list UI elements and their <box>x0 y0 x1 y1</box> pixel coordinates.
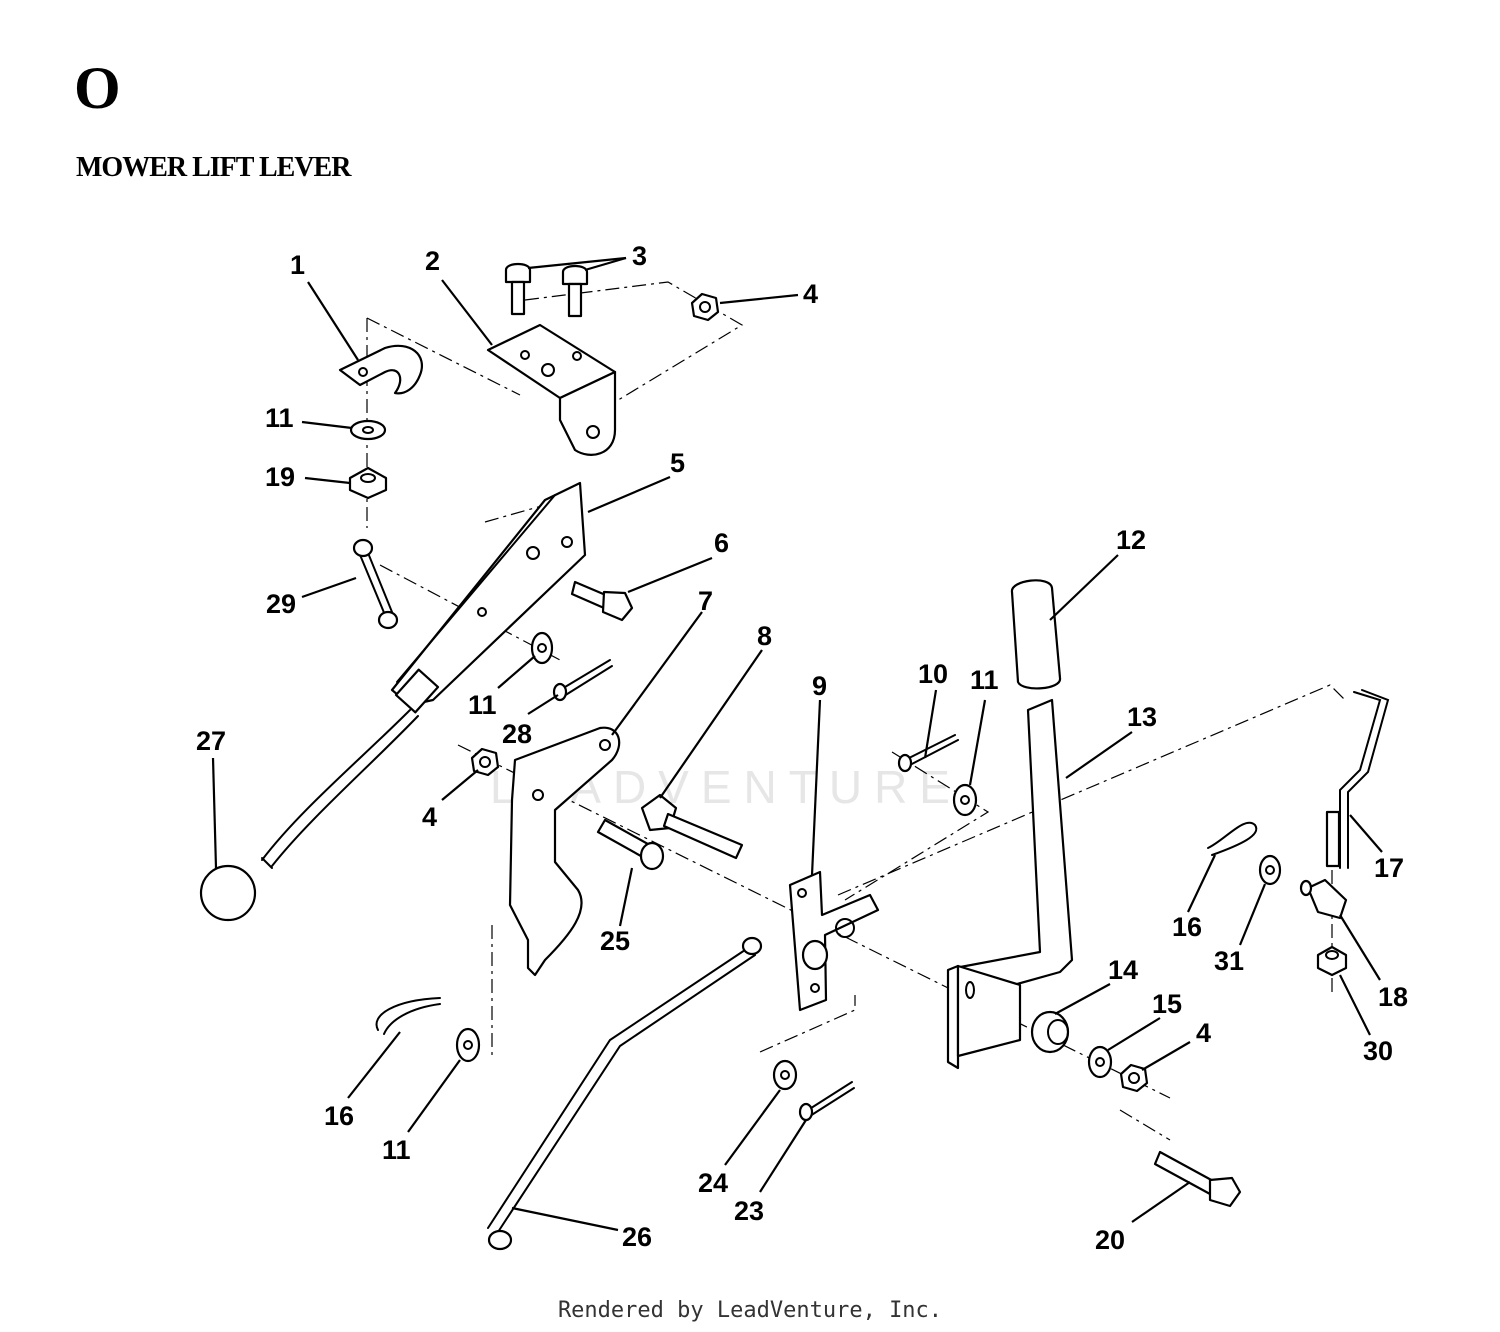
callout-label: 27 <box>196 726 226 756</box>
part-cotter-pin <box>552 659 613 702</box>
part-hairpin-clip <box>375 821 1258 1035</box>
callout-label: 10 <box>918 659 948 689</box>
callout-label: 30 <box>1363 1036 1393 1066</box>
callout-label: 2 <box>425 246 440 276</box>
section-letter: O <box>74 55 121 121</box>
callout-label: 11 <box>382 1135 411 1165</box>
part-lock-nut <box>348 466 388 500</box>
callout-labels: 1 2 3 4 11 19 5 6 29 7 8 12 10 11 9 13 2… <box>196 241 1408 1255</box>
part-wave-washer <box>1087 1045 1113 1079</box>
callout-label: 8 <box>757 621 772 651</box>
callout-label: 31 <box>1214 946 1244 976</box>
part-bushing <box>1030 1010 1070 1054</box>
part-hairpin <box>897 734 959 773</box>
part-carriage-bolt <box>640 793 744 860</box>
footer-credit: Rendered by LeadVenture, Inc. <box>557 1298 943 1323</box>
callout-label: 24 <box>698 1168 728 1198</box>
callout-label: 16 <box>324 1101 354 1131</box>
part-swivel <box>1299 878 1348 920</box>
callout-label: 4 <box>1196 1018 1211 1048</box>
callout-label: 25 <box>600 926 630 956</box>
part-lift-link <box>487 936 763 1251</box>
callout-label: 14 <box>1108 955 1138 985</box>
callout-label: 11 <box>265 403 294 433</box>
callout-label: 12 <box>1116 525 1146 555</box>
callout-label: 28 <box>502 719 532 749</box>
part-washer-and-pin <box>772 1059 855 1122</box>
callout-label: 4 <box>422 802 437 832</box>
part-nut-small <box>1316 945 1348 977</box>
callout-label: 11 <box>468 690 497 720</box>
part-lift-rod-with-knob <box>199 709 419 922</box>
callout-label: 6 <box>714 528 729 558</box>
part-washer-small <box>1258 854 1282 886</box>
part-lift-lever <box>946 698 1074 1070</box>
callout-label: 13 <box>1127 702 1157 732</box>
callout-label: 15 <box>1152 989 1182 1019</box>
part-handle-grip <box>1010 579 1062 690</box>
part-pivot-plate <box>788 870 880 1012</box>
callout-label: 7 <box>698 586 713 616</box>
part-adjustment-rod <box>1325 689 1390 869</box>
callout-label: 5 <box>670 448 685 478</box>
callout-label: 23 <box>734 1196 764 1226</box>
callout-label: 17 <box>1374 853 1404 883</box>
callout-label: 9 <box>812 671 827 701</box>
callout-label: 29 <box>266 589 296 619</box>
callout-label: 3 <box>632 241 647 271</box>
callout-label: 1 <box>290 250 305 280</box>
assembly-center-lines <box>366 281 1346 1141</box>
part-bolts <box>504 262 589 318</box>
callout-label: 16 <box>1172 912 1202 942</box>
callout-leader-lines <box>211 256 1383 1232</box>
callout-label: 18 <box>1378 982 1408 1012</box>
callout-label: 20 <box>1095 1225 1125 1255</box>
callout-label: 11 <box>970 665 999 695</box>
part-pivot-bracket <box>508 726 621 977</box>
callout-label: 19 <box>265 462 295 492</box>
part-mounting-bracket <box>486 323 617 456</box>
part-clip <box>338 344 423 395</box>
part-hex-nut <box>470 292 1149 1093</box>
part-hex-bolt <box>1153 1150 1242 1208</box>
part-spacer-tube <box>596 818 665 871</box>
callout-label: 26 <box>622 1222 652 1252</box>
part-shoulder-bolt <box>570 580 634 622</box>
part-link <box>352 538 399 630</box>
part-lift-arm <box>390 481 587 714</box>
diagram-title: MOWER LIFT LEVER <box>76 152 351 183</box>
part-flat-washer <box>349 419 978 1063</box>
callout-label: 4 <box>803 279 818 309</box>
